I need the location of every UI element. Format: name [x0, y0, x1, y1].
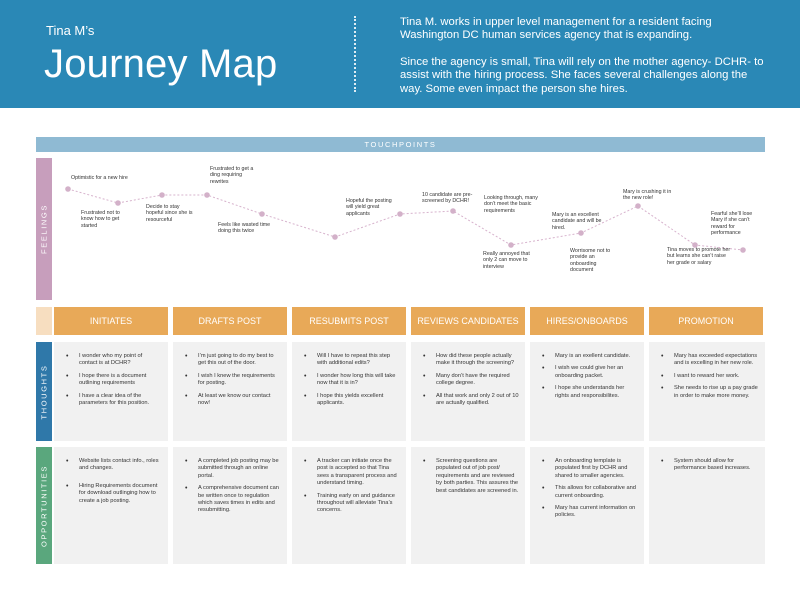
thoughts-promotion: Mary has exceeded expectations and is ex… [649, 342, 765, 441]
emotion-point [450, 208, 456, 214]
opportunities-label-text: OPPORTUNITIES [39, 464, 49, 547]
thought-item: I want to reward her work. [661, 373, 759, 381]
feeling-note: Frustrated to get a ding requiring rewri… [210, 166, 254, 185]
opportunity-item: A comprehensive document can be written … [185, 485, 281, 515]
feeling-note: Really annoyed that only 2 can move to i… [483, 251, 530, 270]
emotion-point [578, 230, 584, 236]
thoughts-drafts-post: I’m just going to do my best to get this… [173, 342, 287, 441]
feeling-note: Optimistic for a new hire [71, 175, 128, 181]
opportunity-item: A tracker can initiate once the post is … [304, 458, 400, 488]
thought-item: I hope she understands her rights and re… [542, 385, 638, 400]
thought-item: I wish I knew the requirements for posti… [185, 373, 281, 388]
thought-item: I’m just going to do my best to get this… [185, 353, 281, 368]
feeling-note: Frustrated not to know how to get starte… [81, 210, 120, 229]
thought-item: I hope this yields excellent applicants. [304, 393, 400, 408]
feeling-note: Mary is crushing it in the new role! [623, 189, 672, 202]
emotion-point [65, 186, 71, 192]
opportunity-item: Screening questions are populated out of… [423, 458, 519, 495]
persona-name: Tina M’s [46, 23, 95, 38]
header-divider [354, 16, 356, 92]
feeling-note: Looking through, many don’t meet the bas… [484, 195, 538, 214]
opportunity-item: This allows for collaborative and curren… [542, 485, 638, 500]
thoughts-initiates: I wonder who my point of contact is at D… [54, 342, 168, 441]
thought-item: At least we know our contact now! [185, 393, 281, 408]
opportunity-item: Mary has current information on policies… [542, 505, 638, 520]
opportunities-reviews-candidates: Screening questions are populated out of… [411, 447, 525, 564]
persona-description: Tina M. works in upper level management … [400, 16, 770, 109]
thought-item: Will I have to repeat this step with add… [304, 353, 400, 368]
thoughts-reviews-candidates: How did these people actually make it th… [411, 342, 525, 441]
feeling-note: Mary is an excellent candidate and will … [552, 212, 602, 231]
feeling-note: Worrisome not to provide an onboarding d… [570, 248, 611, 274]
opportunities-drafts-post: A completed job posting may be submitted… [173, 447, 287, 564]
thought-item: I have a clear idea of the parameters fo… [66, 393, 162, 408]
emotion-point [740, 247, 746, 253]
intro-paragraph: Since the agency is small, Tina will rel… [400, 55, 764, 95]
opportunities-promotion: System should allow for performance base… [649, 447, 765, 564]
page-title: Journey Map [44, 42, 278, 86]
emotion-point [259, 211, 265, 217]
emotion-point [692, 242, 698, 248]
thought-item: I hope there is a document outlining req… [66, 373, 162, 388]
opportunity-item: Training early on and guidance throughou… [304, 493, 400, 515]
thoughts-label: THOUGHTS [36, 342, 52, 441]
opportunities-hires-onboards: An onboarding template is populated firs… [530, 447, 644, 564]
feelings-label-text: FEELINGS [39, 204, 49, 254]
opportunity-item: System should allow for performance base… [661, 458, 759, 473]
emotion-point [159, 192, 165, 198]
feeling-note: Hopeful the posting will yield great app… [346, 198, 392, 217]
opportunities-initiates: Website lists contact info., roles and c… [54, 447, 168, 564]
opportunity-item: An onboarding template is populated firs… [542, 458, 638, 480]
stage-hires-onboards: HIRES/ONBOARDS [530, 307, 644, 335]
feeling-note: Tina moves to promote her but learns she… [667, 247, 731, 266]
intro-paragraph: Tina M. works in upper level management … [400, 16, 712, 42]
thought-item: I wish we could give her an onboarding p… [542, 365, 638, 380]
emotion-point [635, 203, 641, 209]
opportunities-label: OPPORTUNITIES [36, 447, 52, 564]
emotion-point [115, 200, 121, 206]
thought-item: Mary has exceeded expectations and is ex… [661, 353, 759, 368]
feeling-note: Fearful she’ll lose Mary if she can’t re… [711, 211, 753, 237]
feeling-note: 10 candidate are pre-screened by DCHR! [422, 192, 473, 205]
thought-item: All that work and only 2 out of 10 are a… [423, 393, 519, 408]
feeling-note: Feels like wasted time doing this twice [218, 222, 271, 235]
stage-drafts-post: DRAFTS POST [173, 307, 287, 335]
thoughts-resubmits-post: Will I have to repeat this step with add… [292, 342, 406, 441]
thought-item: I wonder how long this will take now tha… [304, 373, 400, 388]
stage-initiates: INITIATES [54, 307, 168, 335]
thought-item: I wonder who my point of contact is at D… [66, 353, 162, 368]
stage-reviews-candidates: REVIEWS CANDIDATES [411, 307, 525, 335]
opportunity-item: Website lists contact info., roles and c… [66, 458, 162, 473]
opportunity-item: A completed job posting may be submitted… [185, 458, 281, 480]
emotion-point [332, 234, 338, 240]
opportunity-item: Hiring Requirements document for downloa… [66, 483, 162, 505]
thoughts-label-text: THOUGHTS [39, 364, 49, 419]
thought-item: Mary is an exellent candidate. [542, 353, 638, 361]
header-banner: Tina M’s Journey Map Tina M. works in up… [0, 0, 800, 108]
feeling-note: Decide to stay hopeful since she is reso… [146, 204, 193, 223]
thought-item: She needs to rise up a pay grade in orde… [661, 385, 759, 400]
feelings-label: FEELINGS [36, 158, 52, 300]
touchpoints-bar: TOUCHPOINTS [36, 137, 765, 152]
emotion-point [508, 242, 514, 248]
stage-row-accent [36, 307, 52, 335]
thought-item: How did these people actually make it th… [423, 353, 519, 368]
emotion-point [397, 211, 403, 217]
stage-promotion: PROMOTION [649, 307, 763, 335]
thought-item: Many don’t have the required college deg… [423, 373, 519, 388]
thoughts-hires-onboards: Mary is an exellent candidate. I wish we… [530, 342, 644, 441]
opportunities-resubmits-post: A tracker can initiate once the post is … [292, 447, 406, 564]
emotion-curve [65, 186, 746, 253]
stage-resubmits-post: RESUBMITS POST [292, 307, 406, 335]
emotion-point [204, 192, 210, 198]
